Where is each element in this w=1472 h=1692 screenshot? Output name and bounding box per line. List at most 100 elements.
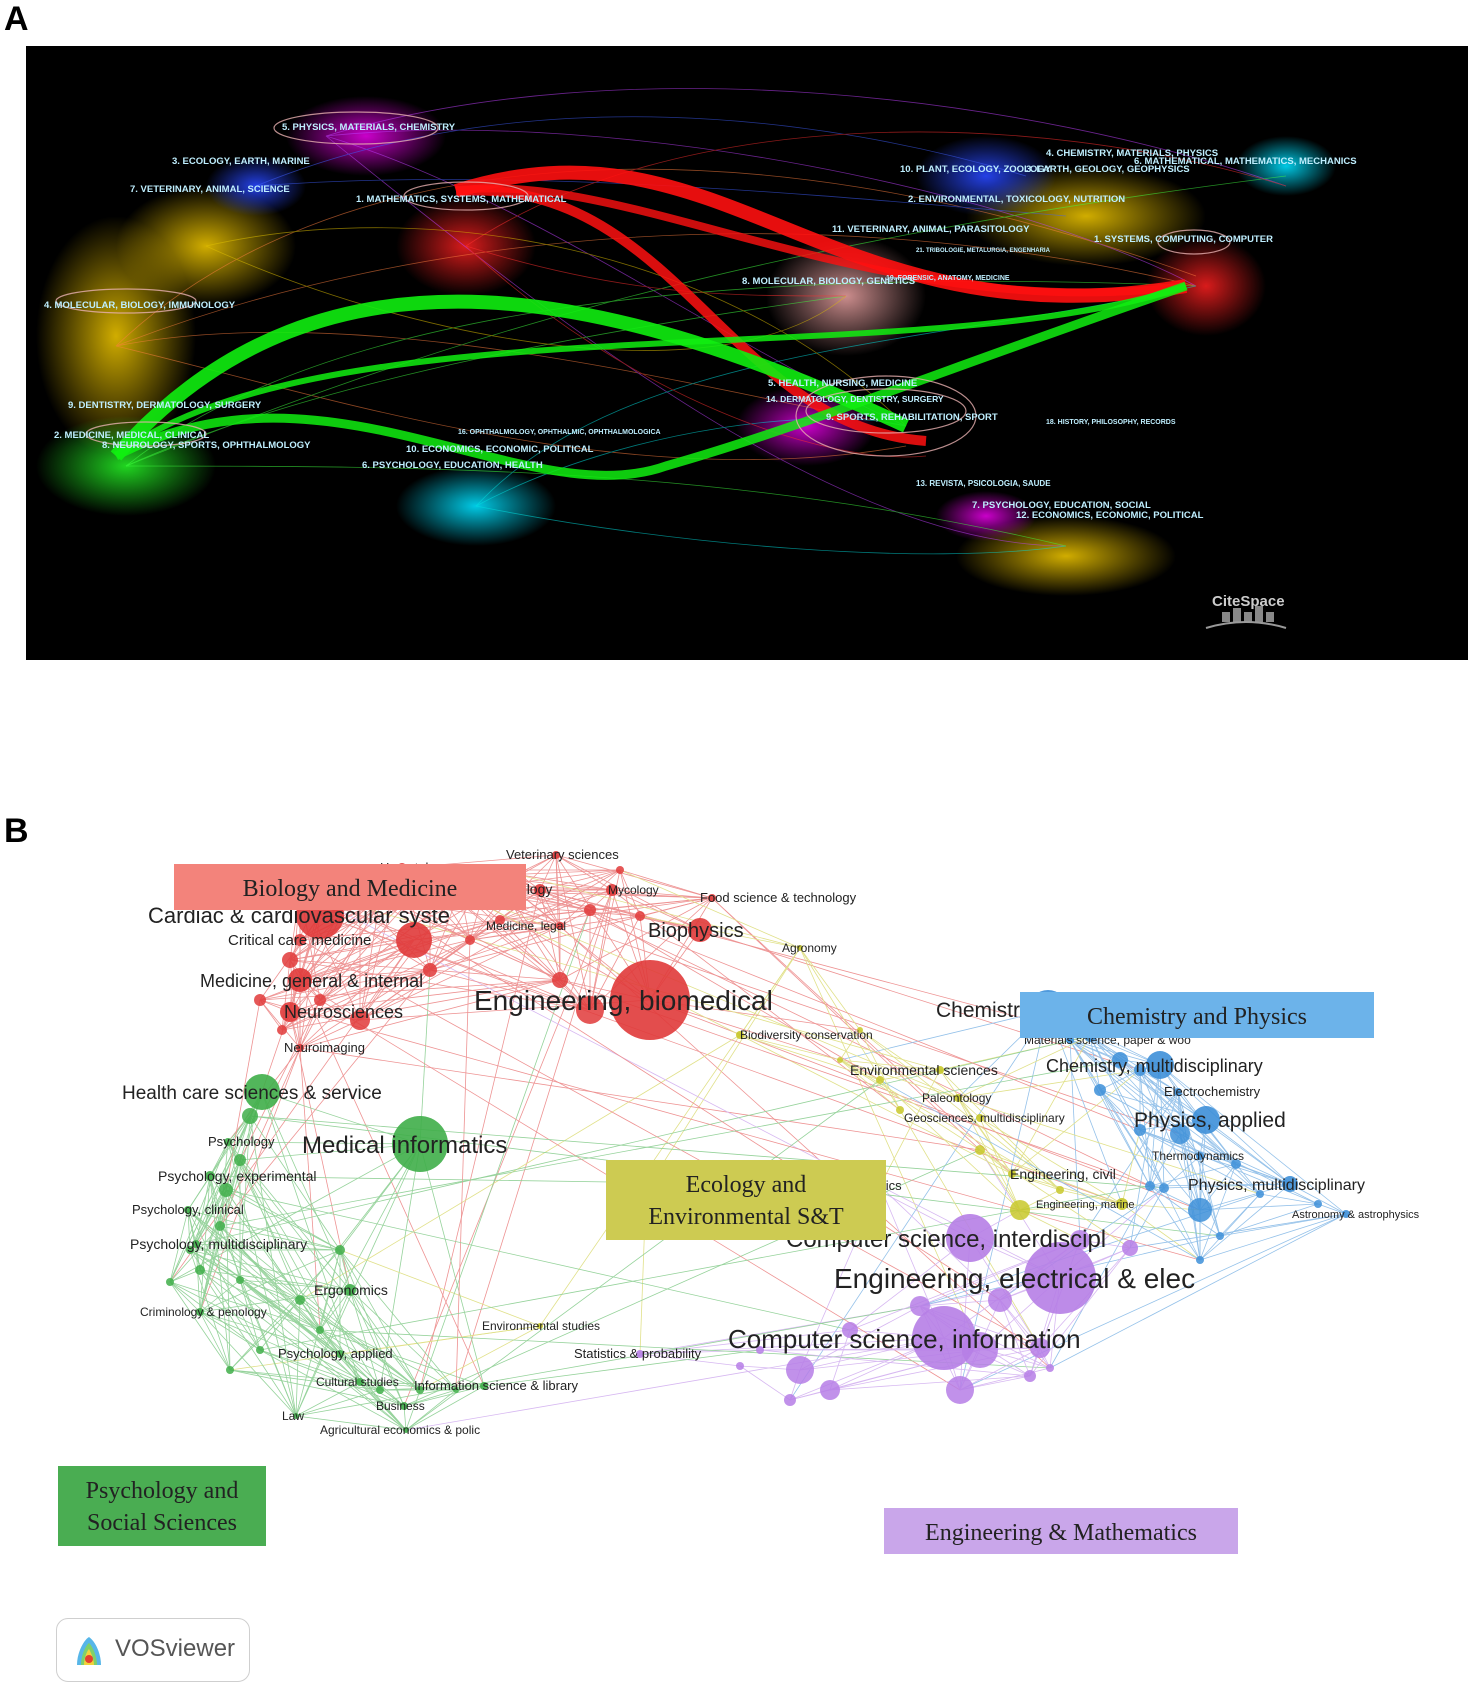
network-node-minor (166, 1278, 174, 1286)
network-node-minor (1046, 1364, 1054, 1372)
cluster-label-c4c: 4. CHEMISTRY, MATERIALS, PHYSICS (1046, 148, 1218, 159)
network-node-psyclin[interactable] (184, 1206, 192, 1214)
network-node-vet[interactable] (552, 851, 560, 859)
network-edge (187, 1209, 261, 1351)
network-node-health[interactable] (244, 1074, 280, 1110)
network-edge (281, 939, 415, 1031)
network-edge (339, 1249, 421, 1391)
network-node-law[interactable] (293, 1413, 299, 1419)
network-edge (169, 1115, 251, 1283)
network-node-chemmul[interactable] (1146, 1051, 1174, 1079)
network-node-cell[interactable] (534, 884, 546, 896)
network-edge (1149, 1185, 1221, 1237)
network-edge (759, 1349, 1031, 1377)
network-node-minor (234, 1154, 246, 1166)
network-node-medinf[interactable] (392, 1116, 448, 1172)
network-node-minor (1196, 1256, 1204, 1264)
cluster-label-c9s: 9. SPORTS, REHABILITATION, SPORT (826, 412, 998, 423)
network-edge (339, 1249, 541, 1327)
network-node-minor (1056, 1186, 1064, 1194)
network-edge (555, 854, 613, 891)
network-node-minor (1314, 1200, 1322, 1208)
network-edge (589, 915, 641, 1011)
network-edge (289, 1011, 361, 1021)
network-node-psymul[interactable] (192, 1240, 200, 1248)
network-edge (169, 1269, 201, 1283)
network-edge (1289, 1183, 1347, 1215)
network-edge (1099, 1089, 1165, 1189)
network-edge (839, 1059, 901, 1111)
network-node-myco[interactable] (606, 884, 618, 896)
network-node-minor (282, 952, 298, 968)
network-node-infsci[interactable] (480, 1382, 488, 1390)
network-node-minor (242, 1108, 258, 1124)
network-node-thermo[interactable] (1196, 1152, 1204, 1160)
node-label-medleg: Medicine, legal (486, 919, 566, 933)
network-edge (499, 909, 591, 921)
network-node-agec[interactable] (403, 1427, 409, 1433)
cluster-label-c3e: 3. EARTH, GEOLOGY, GEOPHYSICS (1026, 164, 1190, 175)
network-node-physapp[interactable] (1192, 1106, 1220, 1134)
network-node-medleg[interactable] (556, 922, 564, 930)
network-node-cult[interactable] (356, 1378, 364, 1386)
network-node-psych[interactable] (224, 1138, 232, 1146)
network-node-agro[interactable] (797, 945, 803, 951)
network-node-electro[interactable] (1174, 1088, 1182, 1096)
network-node-minor (1010, 1200, 1030, 1220)
network-edge (405, 1385, 485, 1431)
network-node-engmar[interactable] (1116, 1198, 1128, 1210)
network-node-neuroim[interactable] (296, 1044, 304, 1052)
network-edge (979, 1149, 1013, 1175)
network-edge (1121, 1203, 1201, 1211)
network-edge (295, 1305, 921, 1417)
network-node-crit[interactable] (396, 922, 432, 958)
network-edge (469, 939, 561, 981)
network-node-ergo[interactable] (344, 1284, 356, 1296)
network-node-biodiv[interactable] (736, 1031, 744, 1039)
network-node-biop[interactable] (688, 918, 712, 942)
network-edge (455, 889, 613, 1391)
network-node-minor (857, 1027, 863, 1033)
network-node-engelec[interactable] (1024, 1242, 1096, 1314)
network-edge (1179, 1133, 1291, 1185)
network-edge (539, 854, 557, 891)
network-edge (319, 1329, 405, 1407)
cluster-label-c2m: 2. MEDICINE, MEDICAL, CLINICAL (54, 430, 209, 441)
network-edge (289, 1011, 351, 1291)
network-node-astro[interactable] (1342, 1210, 1350, 1218)
network-node-food[interactable] (708, 894, 716, 902)
network-edge (957, 1069, 1141, 1099)
network-node-bus[interactable] (400, 1402, 408, 1410)
network-edge (879, 1069, 941, 1081)
network-node-csint[interactable] (946, 1214, 994, 1262)
network-node-minor (226, 1366, 234, 1374)
network-node-engciv[interactable] (1008, 1170, 1016, 1178)
network-node-csinfo[interactable] (912, 1306, 976, 1370)
network-node-envstu[interactable] (537, 1323, 543, 1329)
network-node-physmul[interactable] (1282, 1176, 1298, 1192)
network-node-medgen[interactable] (288, 968, 312, 992)
network-node-engbio[interactable] (610, 960, 690, 1040)
network-edge (259, 999, 301, 1049)
network-node-envsci[interactable] (936, 1066, 944, 1074)
network-edge (239, 1159, 421, 1391)
network-node-geo[interactable] (976, 1114, 984, 1122)
network-node-psyapp[interactable] (336, 1350, 344, 1358)
node-label-neuroim: Neuroimaging (284, 1040, 365, 1055)
network-node-stat[interactable] (636, 1350, 644, 1358)
network-edge (239, 1279, 297, 1417)
network-edge (499, 919, 561, 981)
network-edge (1019, 1209, 1081, 1241)
network-node-minor (350, 1010, 370, 1030)
network-edge (739, 1034, 881, 1081)
network-node-paleo[interactable] (954, 1094, 962, 1102)
node-label-paleo: Paleontology (922, 1091, 991, 1105)
network-edge (429, 969, 591, 1011)
network-node-crim[interactable] (196, 1308, 204, 1316)
network-node-minor (219, 1183, 233, 1197)
network-edge (259, 999, 283, 1031)
network-node-neuro[interactable] (280, 1002, 300, 1022)
network-node-psyexp[interactable] (205, 1171, 215, 1181)
network-edge (227, 1141, 297, 1417)
network-edge (405, 1337, 945, 1431)
